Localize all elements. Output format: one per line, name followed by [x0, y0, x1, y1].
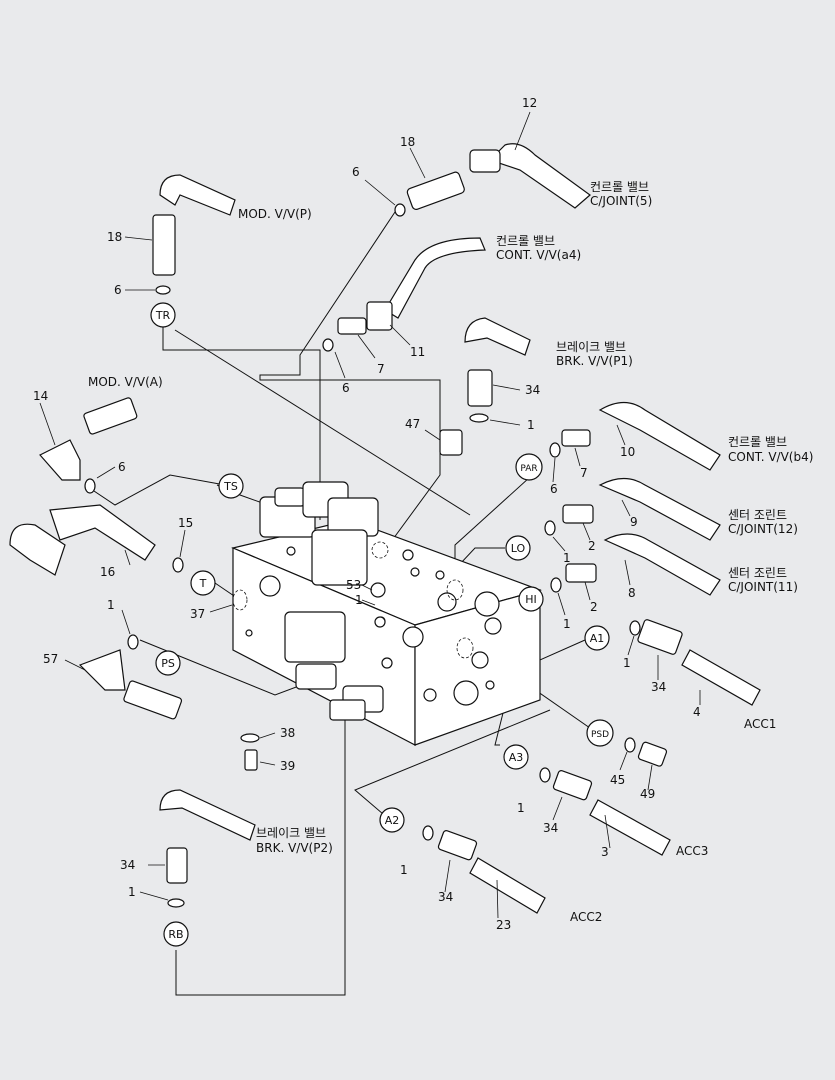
label-modvva: MOD. V/V(A) — [88, 375, 163, 389]
label-brkp2-en: BRK. V/V(P2) — [256, 841, 333, 855]
callout-1: 1 — [400, 863, 408, 877]
callout-47: 47 — [405, 417, 420, 431]
callout-6: 6 — [352, 165, 360, 179]
svg-text:RB: RB — [168, 928, 183, 941]
callout-34: 34 — [651, 680, 666, 694]
port-tag-RB: RB — [163, 921, 189, 947]
svg-text:PAR: PAR — [520, 464, 537, 474]
port-tag-PS: PS — [155, 650, 181, 676]
callout-2: 2 — [590, 600, 598, 614]
callout-34: 34 — [525, 383, 540, 397]
callout-23: 23 — [496, 918, 511, 932]
callout-12: 12 — [522, 96, 537, 110]
svg-text:TS: TS — [223, 480, 238, 493]
port-tag-TS: TS — [218, 473, 244, 499]
port-tag-PAR: PAR — [515, 453, 543, 481]
label-brkp1-en: BRK. V/V(P1) — [556, 354, 633, 368]
o-rings — [84, 203, 641, 908]
callout-16: 16 — [100, 565, 115, 579]
part-callouts: 12 18 6 18 6 11 7 6 34 1 14 6 47 7 10 6 … — [33, 96, 701, 932]
callout-53: 53 — [346, 578, 361, 592]
callout-3: 3 — [601, 845, 609, 859]
label-cjoint11-en: C/JOINT(11) — [728, 580, 798, 594]
callout-8: 8 — [628, 586, 636, 600]
svg-text:PSD: PSD — [591, 730, 609, 740]
callout-38: 38 — [280, 726, 295, 740]
label-cjoint11-kr: 센터 조린트 — [728, 566, 787, 580]
callout-34: 34 — [543, 821, 558, 835]
callout-11: 11 — [410, 345, 425, 359]
callout-57: 57 — [43, 652, 58, 666]
port-tag-PSD: PSD — [586, 719, 614, 747]
label-contb4-en: CONT. V/V(b4) — [728, 450, 813, 464]
callout-37: 37 — [190, 607, 205, 621]
label-cjoint12-kr: 센터 조린트 — [728, 508, 787, 522]
callout-1: 1 — [623, 656, 631, 670]
callout-10: 10 — [620, 445, 635, 459]
port-tag-HI: HI — [518, 586, 544, 612]
callout-18: 18 — [107, 230, 122, 244]
label-brkp2-kr: 브레이크 밸브 — [256, 826, 326, 840]
callout-1: 1 — [355, 593, 363, 607]
callout-49: 49 — [640, 787, 655, 801]
svg-text:TR: TR — [155, 309, 171, 322]
routing-lines — [84, 211, 601, 996]
label-acc2: ACC2 — [570, 910, 602, 924]
label-cjoint5-kr: 컨르롤 밸브 — [590, 180, 649, 194]
label-modvvp: MOD. V/V(P) — [238, 207, 312, 221]
callout-14: 14 — [33, 389, 48, 403]
svg-text:PS: PS — [161, 657, 175, 670]
callout-6: 6 — [114, 283, 122, 297]
port-tag-TR: TR — [150, 302, 176, 328]
label-conta4-en: CONT. V/V(a4) — [496, 248, 581, 262]
callout-1: 1 — [563, 551, 571, 565]
callout-1: 1 — [563, 617, 571, 631]
callout-1: 1 — [128, 885, 136, 899]
label-cjoint5-en: C/JOINT(5) — [590, 194, 652, 208]
valve-manifold-block — [231, 481, 542, 746]
label-brkp1-kr: 브레이크 밸브 — [556, 340, 626, 354]
callout-34: 34 — [438, 890, 453, 904]
port-tag-A3: A3 — [503, 744, 529, 770]
callout-34: 34 — [120, 858, 135, 872]
callout-45: 45 — [610, 773, 625, 787]
connection-labels: 컨르롤 밸브 C/JOINT(5) MOD. V/V(P) 컨르롤 밸브 CON… — [88, 180, 813, 924]
callout-1: 1 — [527, 418, 535, 432]
callout-4: 4 — [693, 705, 701, 719]
port-tag-T: T — [190, 570, 216, 596]
callout-2: 2 — [588, 539, 596, 553]
callout-39: 39 — [280, 759, 295, 773]
callout-1: 1 — [107, 598, 115, 612]
leader-lines — [39, 111, 701, 919]
svg-text:HI: HI — [525, 593, 537, 606]
hose-fittings — [9, 143, 761, 914]
svg-text:A2: A2 — [385, 814, 400, 827]
label-acc3: ACC3 — [676, 844, 708, 858]
svg-text:T: T — [199, 577, 207, 590]
label-contb4-kr: 컨르롤 밸브 — [728, 435, 787, 449]
svg-text:LO: LO — [511, 542, 526, 555]
callout-7: 7 — [377, 362, 385, 376]
callout-9: 9 — [630, 515, 638, 529]
callout-1: 1 — [517, 801, 525, 815]
callout-6: 6 — [118, 460, 126, 474]
callout-15: 15 — [178, 516, 193, 530]
callout-7: 7 — [580, 466, 588, 480]
label-conta4-kr: 컨르롤 밸브 — [496, 234, 555, 248]
label-cjoint12-en: C/JOINT(12) — [728, 522, 798, 536]
label-acc1: ACC1 — [744, 717, 776, 731]
svg-text:A1: A1 — [590, 632, 605, 645]
callout-6: 6 — [550, 482, 558, 496]
port-tag-A2: A2 — [379, 807, 405, 833]
callout-18: 18 — [400, 135, 415, 149]
callout-6: 6 — [342, 381, 350, 395]
port-tag-A1: A1 — [584, 625, 610, 651]
svg-text:A3: A3 — [509, 751, 524, 764]
port-tag-LO: LO — [505, 535, 531, 561]
